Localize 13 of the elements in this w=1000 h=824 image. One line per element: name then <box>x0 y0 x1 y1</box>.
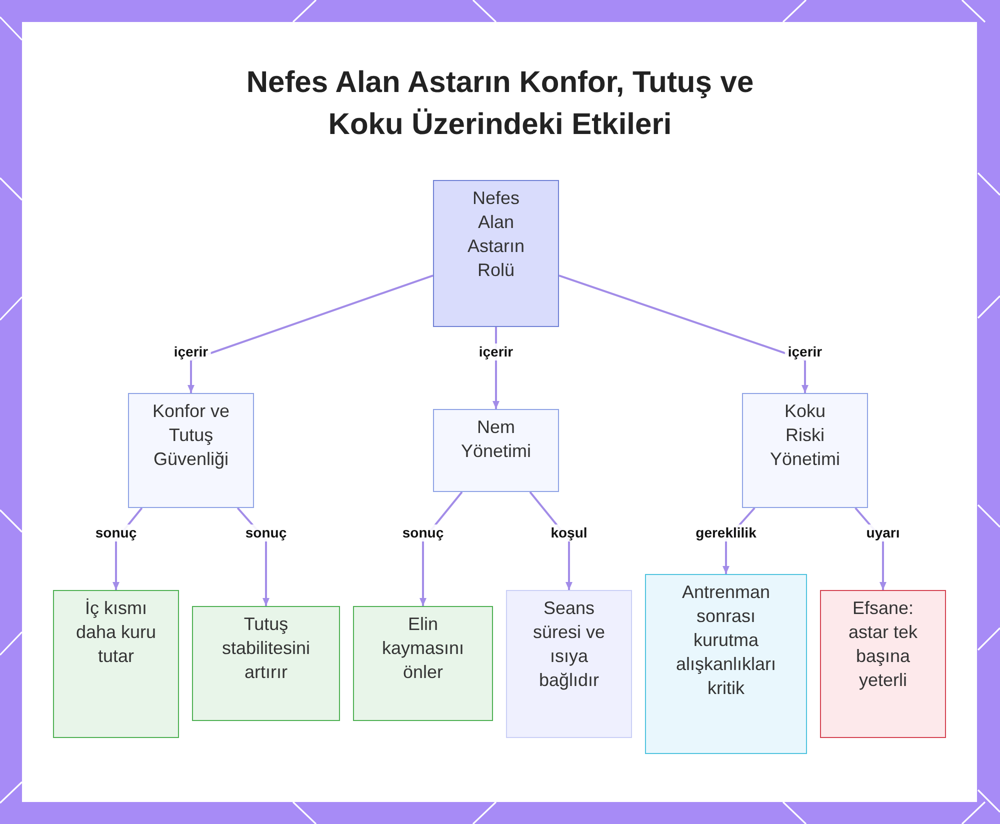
outcome-box: Tutuş stabilitesini artırır <box>192 606 340 721</box>
connector-arrow <box>188 274 434 393</box>
requirement-box: Antrenman sonrası kurutma alışkanlıkları kritik <box>645 574 807 754</box>
title: Nefes Alan Astarın Konfor, Tutuş ve Koku Üzerindeki Etkileri <box>245 65 755 143</box>
root-concept-box: Nefes Alan Astarın Rolü <box>433 180 559 327</box>
connector-arrow <box>558 274 808 393</box>
outcome-box: İç kısmı daha kuru tutar <box>53 590 179 738</box>
category-box: Nem Yönetimi <box>433 409 559 492</box>
warning-box: Efsane: astar tek başına yeterli <box>820 590 946 738</box>
outcome-box: Elin kaymasını önler <box>353 606 493 721</box>
category-box: Koku Riski Yönetimi <box>742 393 868 508</box>
condition-box: Seans süresi ve ısıya bağlıdır <box>506 590 632 738</box>
category-box: Konfor ve Tutuş Güvenliği <box>128 393 254 508</box>
